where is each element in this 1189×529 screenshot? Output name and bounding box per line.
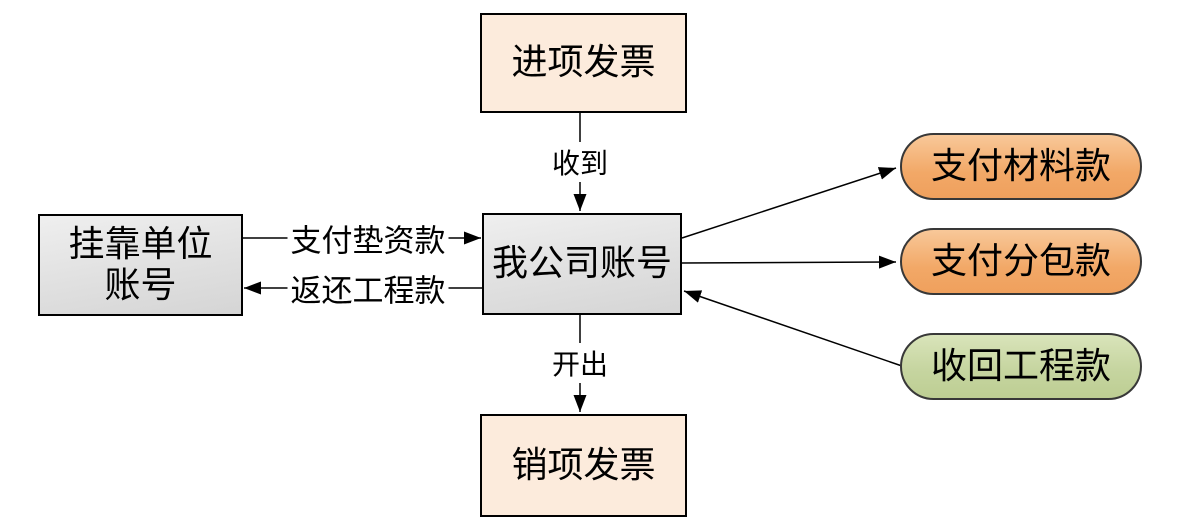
edge-pay-subcontract-arrow — [681, 255, 897, 269]
edge-recover-funds-arrow — [683, 290, 903, 367]
edge-pay-materials-arrow — [681, 167, 897, 239]
edge-label-return-funds: 返还工程款 — [287, 265, 449, 311]
node-affiliate-account-label-line2: 账号 — [104, 265, 177, 305]
node-company-account-label: 我公司账号 — [491, 243, 672, 284]
node-input-invoice: 进项发票 — [480, 13, 687, 113]
node-pay-materials: 支付材料款 — [900, 133, 1142, 200]
edge-label-pay-advance: 支付垫资款 — [287, 215, 449, 261]
node-input-invoice-label: 进项发票 — [511, 42, 656, 83]
node-affiliate-account: 挂靠单位 账号 — [38, 214, 243, 316]
edge-label-issue: 开出 — [548, 343, 612, 383]
node-output-invoice: 销项发票 — [480, 414, 687, 517]
edge-label-receive: 收到 — [548, 142, 612, 182]
node-company-account: 我公司账号 — [482, 213, 682, 315]
node-pay-subcontract: 支付分包款 — [900, 228, 1142, 295]
node-pay-subcontract-label: 支付分包款 — [930, 240, 1111, 281]
node-recover-funds-label: 收回工程款 — [930, 345, 1111, 386]
node-pay-materials-label: 支付材料款 — [930, 145, 1111, 186]
node-affiliate-account-label-line1: 挂靠单位 — [68, 223, 213, 264]
node-output-invoice-label: 销项发票 — [511, 444, 656, 485]
node-recover-funds: 收回工程款 — [900, 333, 1142, 400]
